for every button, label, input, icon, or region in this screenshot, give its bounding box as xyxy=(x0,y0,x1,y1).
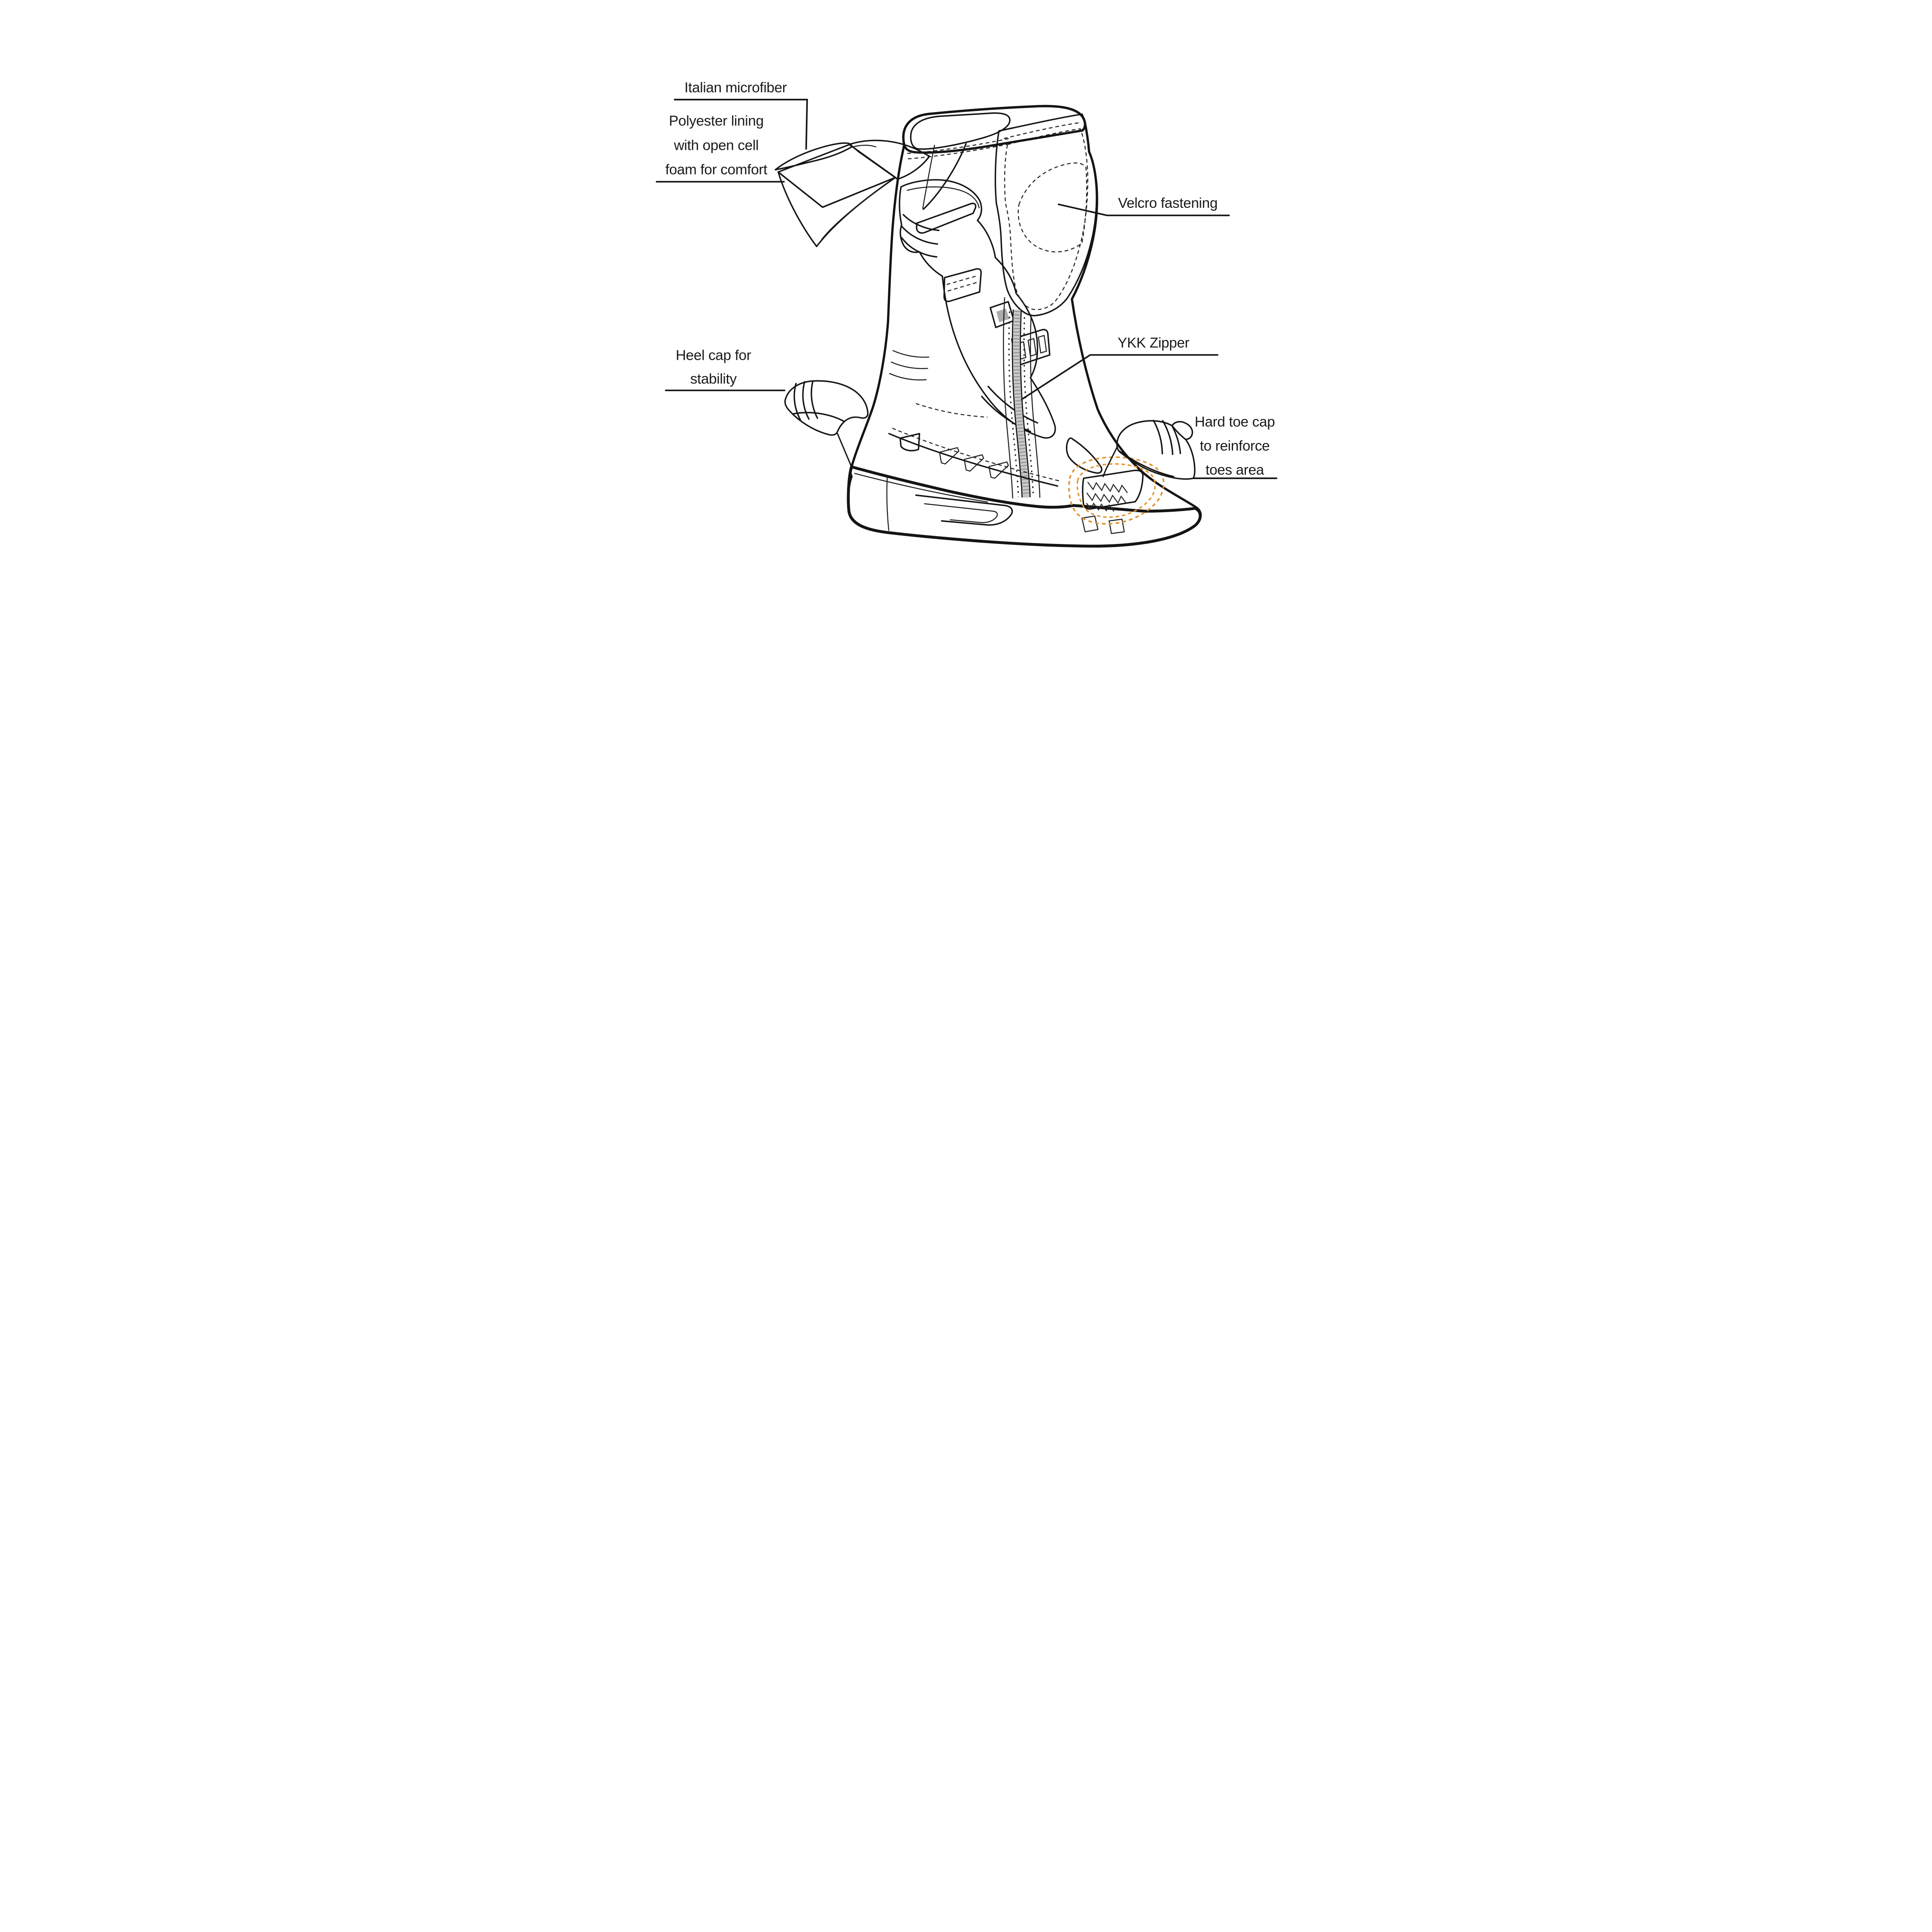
toe-cap-shape xyxy=(1116,420,1196,480)
quarter-seam xyxy=(888,433,1058,487)
toe-cap-rib-1 xyxy=(1153,419,1163,455)
label-italian-microfiber-text: Italian microfiber xyxy=(684,80,787,96)
label-velcro-fastening: Velcro fastening xyxy=(1118,195,1218,211)
placket-right-edge xyxy=(1030,314,1041,498)
shin-plate xyxy=(899,179,1056,439)
toe-cap-bottom-seam xyxy=(1118,450,1174,477)
leader-toe-cap-to-slider xyxy=(1102,446,1118,477)
foot-details xyxy=(888,350,1103,487)
label-ykk-text: YKK Zipper xyxy=(1118,335,1189,351)
toe-cap-rib-3 xyxy=(1171,425,1181,454)
leader-italian-microfiber xyxy=(674,99,808,150)
microfiber-sheet xyxy=(775,142,852,170)
vamp-slash-1 xyxy=(939,447,960,465)
toe-dashed-outline-inner xyxy=(1076,463,1156,518)
velcro-panel-body xyxy=(994,113,1097,316)
sole-body xyxy=(847,465,1202,548)
toe-slider-tread xyxy=(1086,481,1128,512)
heel-ridge-2 xyxy=(890,361,928,369)
front-bellows-wedge xyxy=(1066,437,1103,474)
toe-cap-rib-2 xyxy=(1162,420,1173,455)
labels: Italian microfiber Polyester lining with… xyxy=(665,80,1275,478)
label-italian-microfiber: Italian microfiber xyxy=(684,80,787,96)
zipper-assembly xyxy=(1003,297,1041,499)
label-toe-line-3: toes area xyxy=(1206,462,1264,478)
tongue-edge xyxy=(923,143,967,210)
shin-plate-inner-line xyxy=(907,186,980,209)
label-heel-line-2: stability xyxy=(690,371,737,387)
velcro-pad-stitch xyxy=(1018,162,1088,252)
vamp-slash-3 xyxy=(988,461,1009,479)
zipper-teeth xyxy=(1013,310,1029,497)
shin-window-cutout xyxy=(943,268,982,302)
shin-finger-seam-1 xyxy=(987,386,1039,424)
boot-collar xyxy=(902,105,1086,210)
heel-cap-highlight xyxy=(784,380,869,436)
label-heel-cap: Heel cap for stability xyxy=(676,347,751,387)
leader-lines xyxy=(656,99,1278,479)
sole-tread-outer xyxy=(915,494,1013,526)
velcro-panel xyxy=(994,113,1097,316)
heel-cap-seam-3 xyxy=(811,380,818,419)
label-hard-toe-cap: Hard toe cap to reinforce toes area xyxy=(1195,414,1275,478)
shin-diamond-center xyxy=(996,308,1009,322)
shin-window-stitch-2 xyxy=(948,281,979,292)
boot-feature-diagram: Italian microfiber Polyester lining with… xyxy=(656,80,1278,548)
sole-heel-cut xyxy=(886,476,890,531)
toe-cap-bump-seam xyxy=(1171,425,1186,440)
shin-chevron-3 xyxy=(901,237,938,258)
placket-left-edge xyxy=(1003,297,1013,499)
heel-cap-seam-1 xyxy=(793,383,801,420)
sole-lug-1 xyxy=(1081,515,1099,532)
ankle-stitch xyxy=(915,403,988,418)
heel-cap-seam-2 xyxy=(802,381,810,420)
collar-opening xyxy=(910,112,1011,150)
collar-band xyxy=(902,105,1086,154)
foam-block-drape-face xyxy=(777,171,896,247)
leader-heel-cap-to-boot xyxy=(837,433,852,468)
quarter-stitch xyxy=(892,428,1059,482)
shin-chevron-2 xyxy=(901,225,938,245)
label-polyester-line-2: with open cell xyxy=(674,137,759,153)
sole-lug-2 xyxy=(1109,519,1125,534)
heel-gray-patch xyxy=(899,433,920,452)
label-toe-line-2: to reinforce xyxy=(1200,438,1270,454)
collar-stitch-1 xyxy=(907,137,1011,154)
sole xyxy=(847,465,1202,548)
heel-ridge-3 xyxy=(889,373,927,381)
leader-ykk-zipper xyxy=(1021,354,1218,400)
label-polyester-line-1: Polyester lining xyxy=(669,113,764,129)
tongue-seam xyxy=(922,145,935,209)
label-polyester-lining: Polyester lining with open cell foam for… xyxy=(665,113,768,178)
heel-ridge-1 xyxy=(892,350,930,358)
diagram-canvas: Italian microfiber Polyester lining with… xyxy=(644,0,1288,644)
leader-velcro-fastening xyxy=(1057,204,1230,216)
sole-tread-inner xyxy=(924,503,998,523)
label-velcro-text: Velcro fastening xyxy=(1118,195,1218,211)
velcro-top-stitch xyxy=(1004,122,1081,139)
label-ykk-zipper: YKK Zipper xyxy=(1118,335,1190,351)
heel-cap-cross-seam xyxy=(792,412,845,422)
label-toe-line-1: Hard toe cap xyxy=(1195,414,1275,430)
shin-vent-bar-2 xyxy=(1027,338,1037,357)
toe-slider-area xyxy=(1068,456,1165,525)
shin-vent-bar-3 xyxy=(1038,335,1047,354)
shin-window-stitch-1 xyxy=(946,275,978,285)
label-polyester-line-3: foam for comfort xyxy=(665,162,768,178)
boot-illustration xyxy=(847,105,1202,548)
microfiber-fold-line xyxy=(850,145,877,148)
foam-crease-line xyxy=(821,183,887,240)
shin-chevron-1 xyxy=(902,214,940,231)
collar-stitch-2 xyxy=(908,143,1011,160)
toe-slider xyxy=(1082,469,1144,510)
toe-dashed-outline-outer xyxy=(1068,456,1165,525)
toe-cap-highlight xyxy=(1116,419,1196,480)
label-heel-line-1: Heel cap for xyxy=(676,347,751,363)
sole-top-inner-line xyxy=(854,473,988,503)
shin-spear-cutout xyxy=(916,203,977,234)
velcro-border-stitch xyxy=(1004,128,1088,310)
material-swatches xyxy=(775,140,930,247)
heel-cap-shape xyxy=(784,380,869,436)
vamp-slash-2 xyxy=(963,454,984,472)
